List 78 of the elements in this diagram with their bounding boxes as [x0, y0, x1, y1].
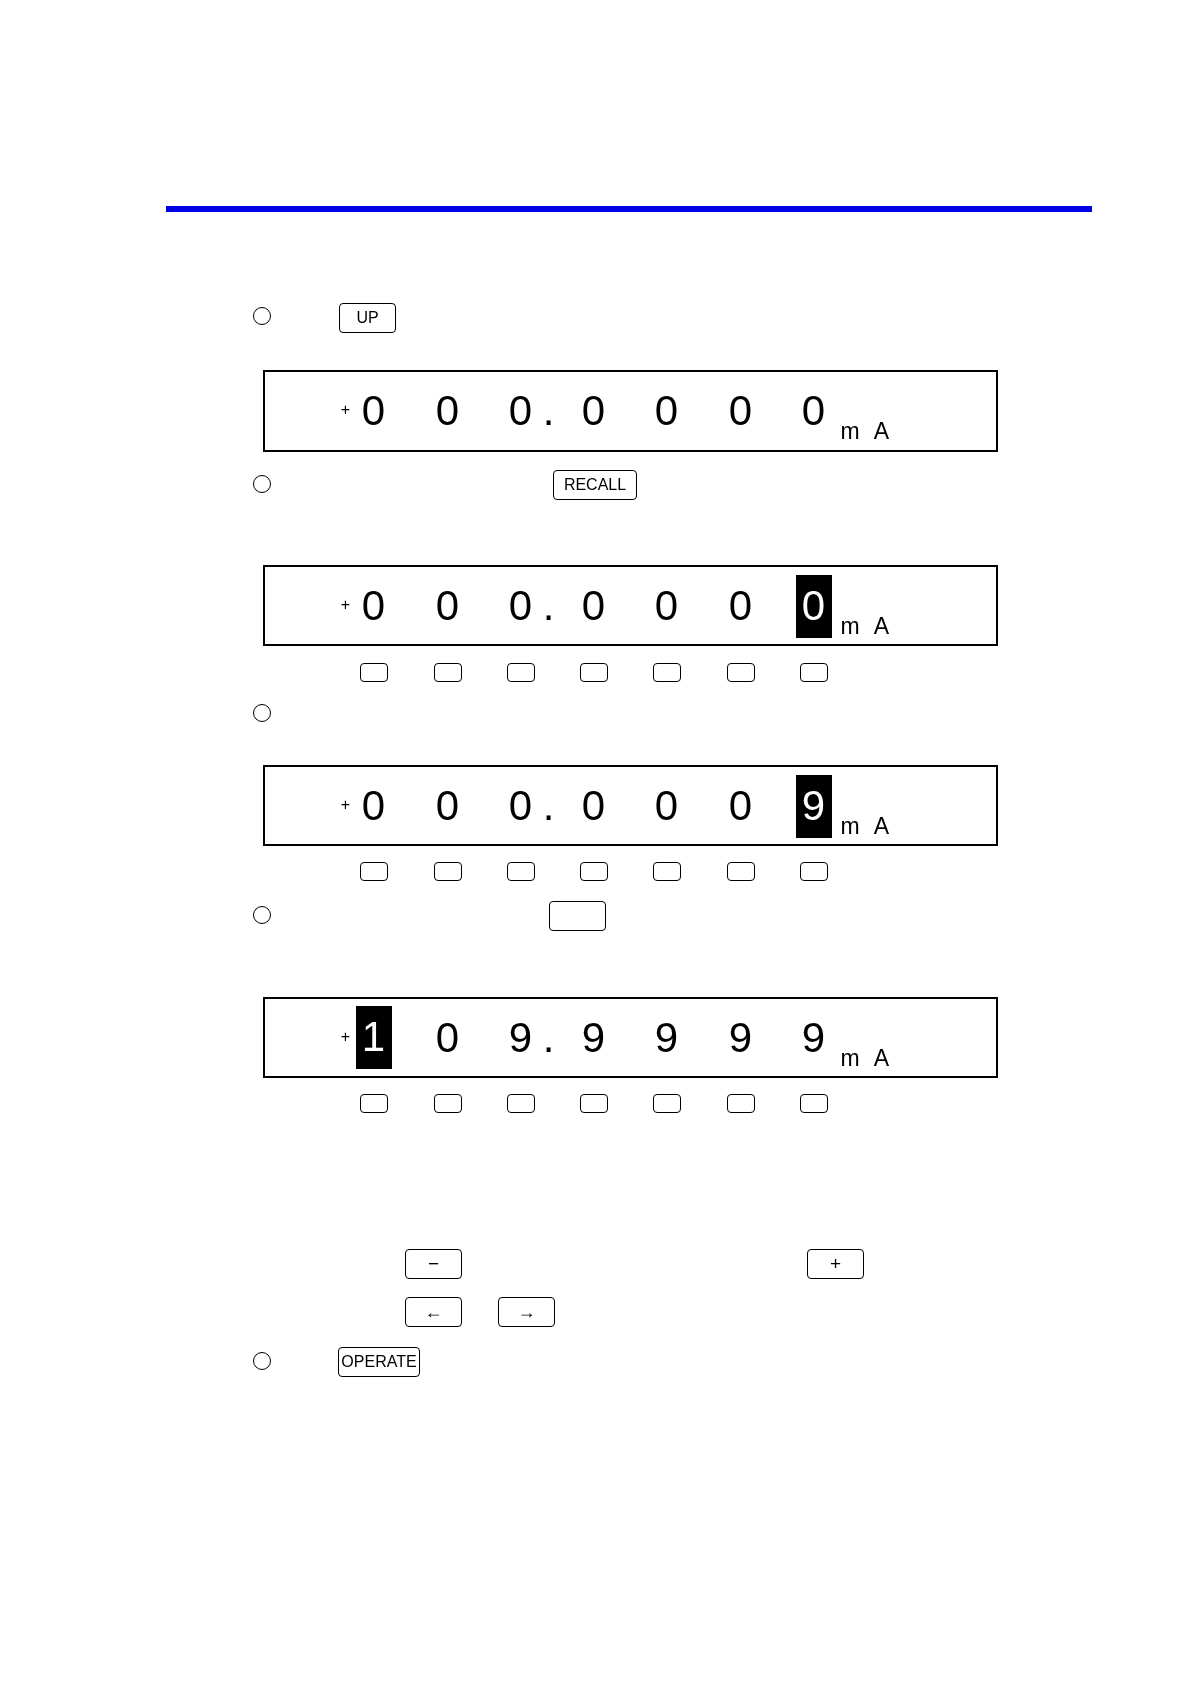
- display-digit: 0: [653, 582, 680, 629]
- blank-key-icon: [434, 1094, 462, 1113]
- decimal-point: .: [541, 387, 556, 434]
- display-digit: 9: [800, 1014, 827, 1061]
- display-digit: 0: [727, 387, 754, 434]
- blank-key-icon: [800, 1094, 828, 1113]
- polarity-sign: +: [339, 595, 352, 614]
- display-digit: 0: [653, 387, 680, 434]
- key-button: →: [498, 1297, 555, 1327]
- lcd-display: [263, 565, 998, 646]
- blank-key-icon: [360, 862, 388, 881]
- key-button: ←: [405, 1297, 462, 1327]
- display-digit: 9: [507, 1014, 534, 1061]
- key-button: +: [807, 1249, 864, 1279]
- circle-icon: [253, 906, 271, 924]
- display-digit: 0: [434, 582, 461, 629]
- display-digit: 9: [727, 1014, 754, 1061]
- decimal-point: .: [541, 782, 556, 829]
- lcd-display: [263, 765, 998, 846]
- display-digit: 0: [507, 782, 534, 829]
- unit-label: mA: [840, 1044, 903, 1071]
- display-digit: 0: [727, 782, 754, 829]
- display-digit: 0: [360, 387, 387, 434]
- blank-key-icon: [434, 663, 462, 682]
- unit-label: mA: [840, 417, 903, 444]
- display-digit: 0: [507, 582, 534, 629]
- blank-key-icon: [727, 663, 755, 682]
- circle-icon: [253, 307, 271, 325]
- key-button: −: [405, 1249, 462, 1279]
- highlighted-digit: 9: [795, 774, 832, 838]
- blank-key-icon: [507, 663, 535, 682]
- unit-label: mA: [840, 812, 903, 839]
- blank-key-icon: [580, 862, 608, 881]
- blank-key-icon: [360, 1094, 388, 1113]
- decimal-point: .: [541, 582, 556, 629]
- display-digit: 0: [580, 782, 607, 829]
- unit-label: mA: [840, 612, 903, 639]
- blank-key-icon: [653, 862, 681, 881]
- display-digit: 0: [727, 582, 754, 629]
- circle-icon: [253, 1352, 271, 1370]
- blank-key-icon: [800, 862, 828, 881]
- blank-key-icon: [507, 862, 535, 881]
- blank-key-icon: [800, 663, 828, 682]
- display-digit: 0: [507, 387, 534, 434]
- highlighted-digit: 1: [355, 1005, 392, 1069]
- display-digit: 9: [653, 1014, 680, 1061]
- display-digit: 0: [360, 582, 387, 629]
- display-digit: 0: [434, 782, 461, 829]
- display-digit: 0: [434, 387, 461, 434]
- blank-key-icon: [549, 901, 606, 931]
- key-button: UP: [339, 303, 396, 333]
- blank-key-icon: [653, 663, 681, 682]
- display-digit: 9: [580, 1014, 607, 1061]
- blank-key-icon: [580, 663, 608, 682]
- blank-key-icon: [727, 862, 755, 881]
- display-digit: 0: [580, 387, 607, 434]
- blank-key-icon: [580, 1094, 608, 1113]
- circle-icon: [253, 475, 271, 493]
- polarity-sign: +: [339, 400, 352, 419]
- decimal-point: .: [541, 1014, 556, 1061]
- key-button: OPERATE: [338, 1347, 420, 1377]
- blank-key-icon: [727, 1094, 755, 1113]
- display-digit: 0: [800, 387, 827, 434]
- highlighted-digit: 0: [795, 574, 832, 638]
- display-digit: 0: [434, 1014, 461, 1061]
- blank-key-icon: [360, 663, 388, 682]
- circle-icon: [253, 704, 271, 722]
- polarity-sign: +: [339, 1027, 352, 1046]
- display-digit: 0: [580, 582, 607, 629]
- blank-key-icon: [653, 1094, 681, 1113]
- key-button: RECALL: [553, 470, 637, 500]
- polarity-sign: +: [339, 795, 352, 814]
- display-digit: 0: [653, 782, 680, 829]
- display-digit: 0: [360, 782, 387, 829]
- blank-key-icon: [434, 862, 462, 881]
- lcd-display: [263, 370, 998, 452]
- lcd-display: [263, 997, 998, 1078]
- blank-key-icon: [507, 1094, 535, 1113]
